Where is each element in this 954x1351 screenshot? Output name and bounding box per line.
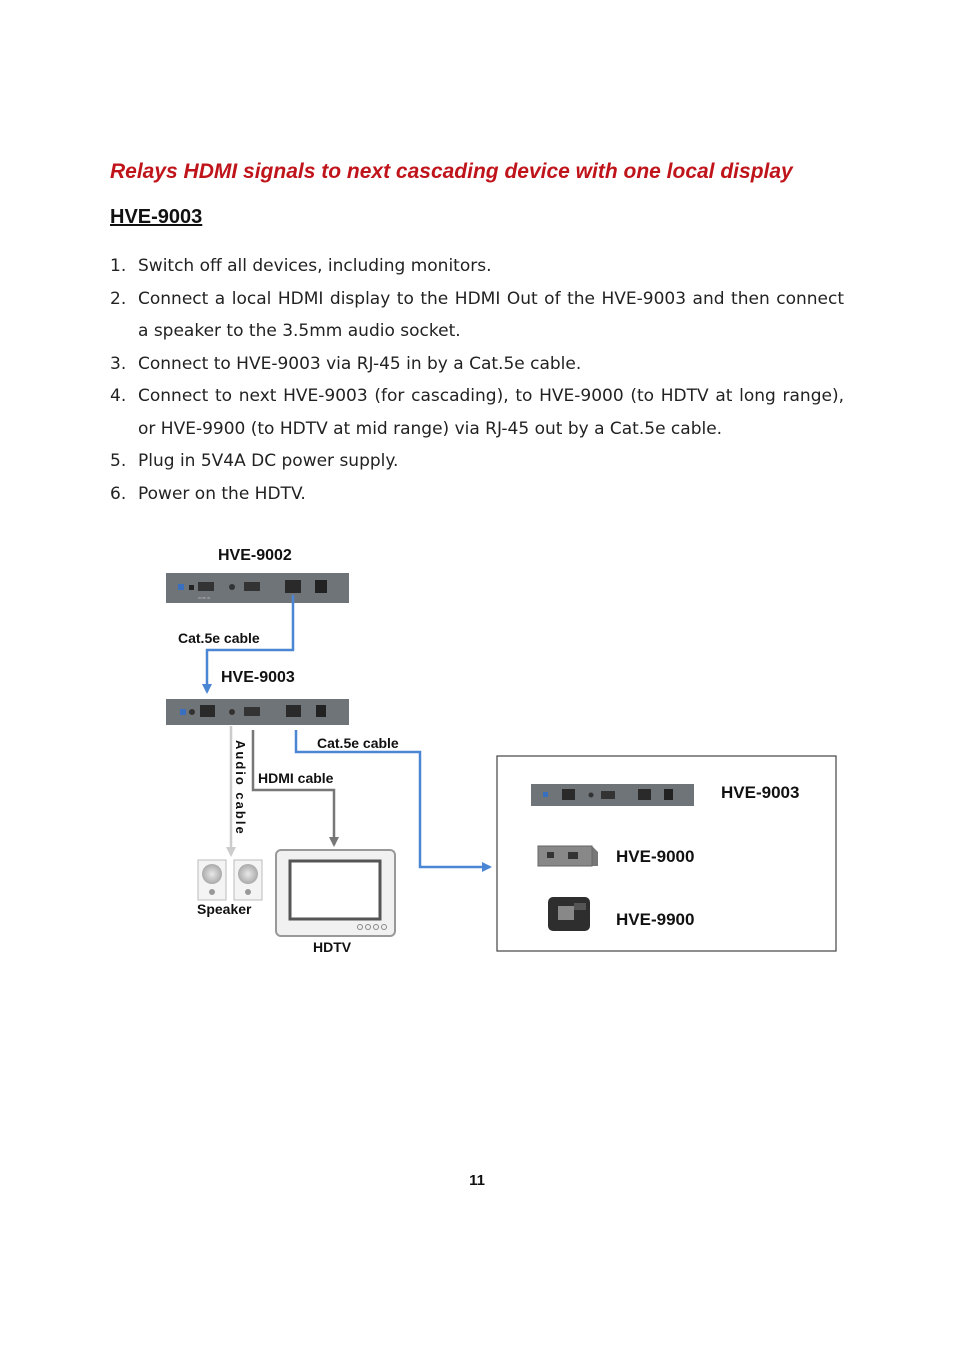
list-item: 3. Connect to HVE-9003 via RJ-45 in by a …	[110, 348, 844, 381]
hve-9000-device	[537, 845, 598, 867]
step-number: 2.	[110, 288, 127, 309]
section-heading: Relays HDMI signals to next cascading de…	[110, 160, 793, 183]
list-item: 4. Connect to next HVE-9003 (for cascadin…	[110, 380, 844, 445]
label-box-item-2: HVE-9000	[616, 847, 694, 866]
label-hdmi-cable: HDMI cable	[258, 770, 334, 786]
step-text: Connect to HVE-9003 via RJ-45 in by a Ca…	[138, 353, 582, 374]
svg-text:HDMI IN: HDMI IN	[198, 596, 210, 600]
label-cable2: Cat.5e cable	[317, 735, 399, 751]
label-box-item-3: HVE-9900	[616, 910, 694, 929]
model-title: HVE-9003	[110, 206, 203, 228]
hve-9003-device-small	[531, 784, 694, 806]
step-number: 5.	[110, 451, 127, 471]
hve-9900-device	[548, 897, 590, 931]
label-cable1: Cat.5e cable	[178, 630, 260, 646]
list-item: 1. Switch off all devices, including moni…	[110, 250, 844, 283]
step-text: Connect to next HVE-9003 (for cascading)…	[138, 386, 844, 439]
list-item: 5. Plug in 5V4A DC power supply.	[110, 445, 844, 478]
step-number: 4.	[110, 386, 127, 406]
label-hdtv: HDTV	[313, 939, 352, 955]
label-speaker: Speaker	[197, 901, 252, 917]
cat5e-cable-line-2	[294, 730, 492, 872]
step-number: 3.	[110, 353, 127, 374]
step-text: Switch off all devices, including monito…	[138, 256, 492, 276]
hdtv-icon	[275, 849, 396, 937]
step-number: 6.	[110, 483, 127, 504]
list-item: 6. Power on the HDTV.	[110, 478, 844, 511]
step-text: Plug in 5V4A DC power supply.	[138, 451, 399, 471]
hve-9002-device: HDMI IN	[166, 573, 349, 603]
cat5e-cable-line	[202, 595, 295, 694]
hdmi-cable-line	[251, 730, 339, 847]
page-number: 11	[469, 1172, 485, 1189]
step-text: Power on the HDTV.	[138, 483, 306, 504]
label-mid-device: HVE-9003	[221, 669, 295, 686]
label-audio-cable: Audio cable	[233, 740, 248, 836]
hve-9003-device	[166, 699, 349, 725]
list-item: 2. Connect a local HDMI display to the HD…	[110, 283, 844, 348]
label-box-item-1: HVE-9003	[721, 783, 799, 802]
instruction-list: 1. Switch off all devices, including moni…	[110, 250, 844, 510]
label-top-device: HVE-9002	[218, 547, 292, 564]
step-number: 1.	[110, 256, 127, 276]
step-text: Connect a local HDMI display to the HDMI…	[138, 288, 844, 342]
speaker-icon	[197, 859, 263, 901]
